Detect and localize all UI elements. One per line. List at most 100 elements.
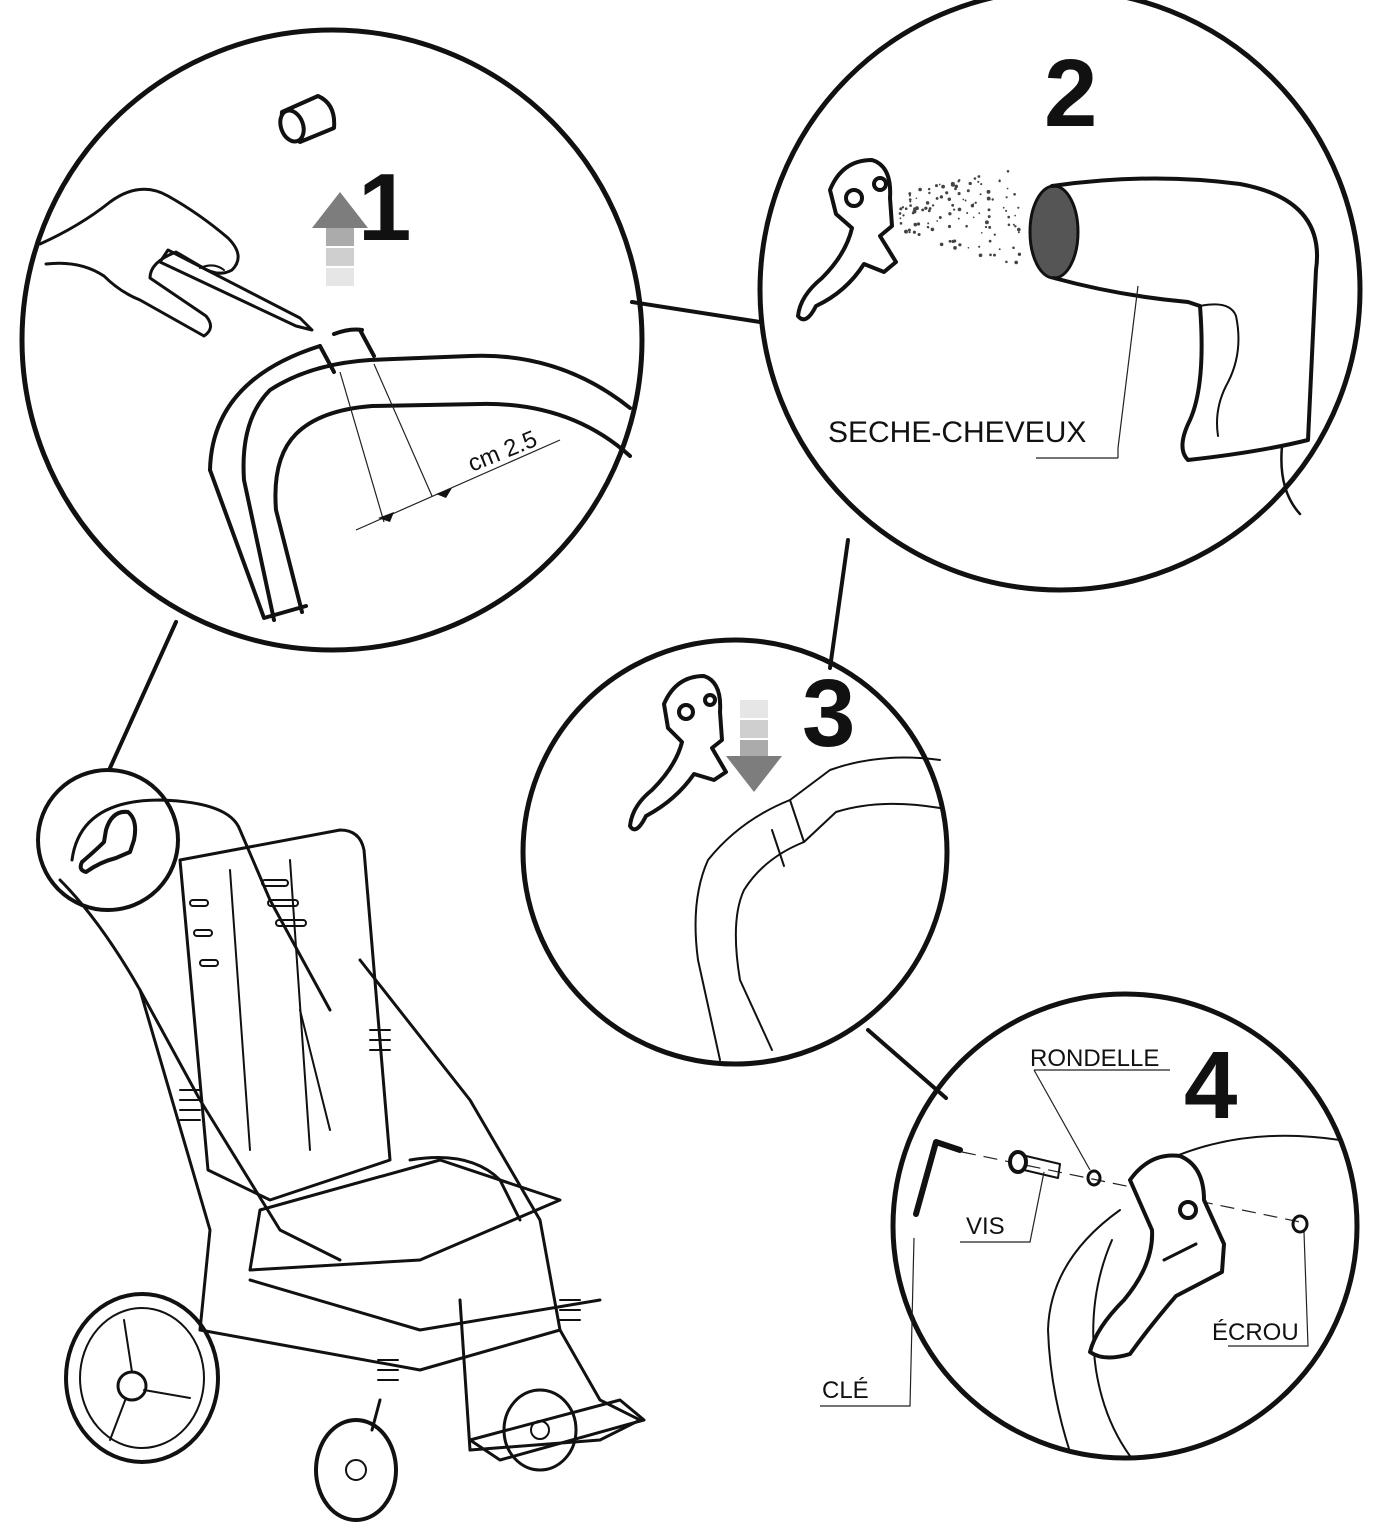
spray-dot bbox=[935, 196, 939, 200]
spray-dot bbox=[945, 191, 949, 195]
spray-dot bbox=[987, 208, 991, 212]
up-arrow bbox=[312, 192, 368, 286]
spray-dot bbox=[931, 204, 935, 207]
spray-dot bbox=[928, 207, 932, 210]
spray-dot bbox=[998, 179, 1001, 183]
spray-dot bbox=[964, 199, 967, 202]
spray-dot bbox=[1005, 209, 1008, 212]
spray-dot bbox=[953, 246, 957, 250]
spray-dot bbox=[962, 198, 965, 201]
spray-dot bbox=[909, 204, 912, 207]
spray-dot bbox=[1002, 206, 1005, 209]
spray-dot bbox=[904, 207, 908, 211]
spray-dot bbox=[1017, 231, 1020, 234]
spray-dot bbox=[993, 253, 996, 257]
spray-dot bbox=[991, 198, 994, 201]
spray-dot bbox=[939, 242, 944, 247]
spray-dot bbox=[915, 206, 919, 211]
spray-dot bbox=[913, 222, 918, 227]
spray-dot bbox=[1006, 187, 1009, 190]
step-2-panel: 2 SECHE-CHEVEUX bbox=[757, 0, 1363, 593]
spray-dot bbox=[973, 177, 977, 180]
spray-dot bbox=[899, 217, 902, 220]
spray-dot bbox=[1005, 260, 1008, 264]
spray-dot bbox=[934, 184, 939, 188]
spray-dot bbox=[950, 181, 955, 186]
handle-tube bbox=[208, 327, 632, 622]
spray-dot bbox=[967, 246, 970, 249]
spray-dot bbox=[979, 193, 982, 196]
spray-dot bbox=[930, 227, 935, 232]
spray-dot bbox=[928, 191, 931, 195]
spray-dot bbox=[927, 222, 930, 225]
spray-dot bbox=[918, 187, 922, 192]
spray-dot bbox=[998, 248, 1001, 251]
spray-dot bbox=[917, 232, 921, 237]
front-wheel bbox=[502, 1388, 578, 1472]
spray-dot bbox=[909, 200, 912, 203]
brake-lever-part bbox=[628, 674, 728, 832]
spray-dot bbox=[916, 222, 921, 226]
spray-dot bbox=[957, 207, 962, 212]
step-3-number: 3 bbox=[802, 660, 855, 767]
connector-lines bbox=[108, 300, 948, 1100]
spray-dot bbox=[968, 181, 972, 186]
rear-wheel bbox=[64, 1292, 220, 1464]
spray-dot bbox=[938, 183, 941, 186]
nut-label: ÉCROU bbox=[1212, 1319, 1299, 1346]
spray-dot bbox=[989, 253, 992, 257]
spray-dot bbox=[978, 212, 981, 215]
down-arrow bbox=[726, 700, 782, 792]
stroller-wheelchair bbox=[36, 768, 646, 1522]
spray-dot bbox=[904, 229, 908, 234]
spray-dot bbox=[908, 194, 911, 197]
brake-lever-part bbox=[796, 158, 898, 322]
spray-dot bbox=[1007, 215, 1011, 219]
hair-dryer-label: SECHE-CHEVEUX bbox=[828, 416, 1086, 449]
brake-lever-part bbox=[1088, 1153, 1226, 1360]
spray-dot bbox=[966, 211, 969, 215]
spray-dot bbox=[951, 203, 955, 207]
spray-dot bbox=[947, 197, 952, 201]
spray-dot bbox=[1014, 225, 1017, 228]
nut bbox=[1291, 1214, 1309, 1234]
spray-dot bbox=[988, 239, 992, 243]
spray-dot bbox=[899, 222, 903, 225]
hand-with-cutter bbox=[38, 187, 314, 338]
screw bbox=[1008, 1150, 1061, 1179]
spray-dot bbox=[947, 224, 952, 229]
spray-dot bbox=[911, 211, 915, 215]
spray-dot bbox=[898, 212, 902, 215]
spray-dot bbox=[1006, 170, 1010, 173]
spray-dot bbox=[1012, 223, 1015, 226]
spray-dot bbox=[977, 180, 980, 183]
step-3-panel: 3 bbox=[520, 637, 950, 1067]
sleeve-piece bbox=[278, 94, 337, 144]
spray-dot bbox=[957, 180, 960, 183]
spray-dot bbox=[938, 216, 942, 219]
cut-length-label: cm 2.5 bbox=[464, 426, 541, 478]
spray-dot bbox=[1013, 192, 1016, 196]
spray-dot bbox=[912, 230, 916, 234]
spray-dot bbox=[927, 209, 931, 213]
spray-dot bbox=[957, 217, 960, 220]
spray-dot bbox=[1014, 214, 1016, 217]
key-label: CLÉ bbox=[822, 1377, 869, 1404]
spray-dot bbox=[902, 214, 905, 217]
spray-dot bbox=[901, 206, 905, 209]
spray-dot bbox=[948, 239, 952, 243]
spray-dot bbox=[977, 175, 981, 178]
spray-dot bbox=[957, 192, 961, 196]
spray-dot bbox=[965, 224, 968, 228]
spray-dot bbox=[974, 201, 977, 204]
step-4-panel: 4 RONDELLE VIS CLÉ ÉCR bbox=[820, 991, 1360, 1461]
spray-dot bbox=[927, 187, 931, 191]
spray-dot bbox=[972, 216, 975, 219]
hot-air-spray bbox=[898, 170, 1022, 265]
spray-dot bbox=[925, 207, 928, 209]
spray-dot bbox=[972, 203, 975, 206]
spray-dot bbox=[978, 245, 981, 248]
spray-dot bbox=[984, 225, 988, 229]
spray-dot bbox=[936, 220, 939, 222]
